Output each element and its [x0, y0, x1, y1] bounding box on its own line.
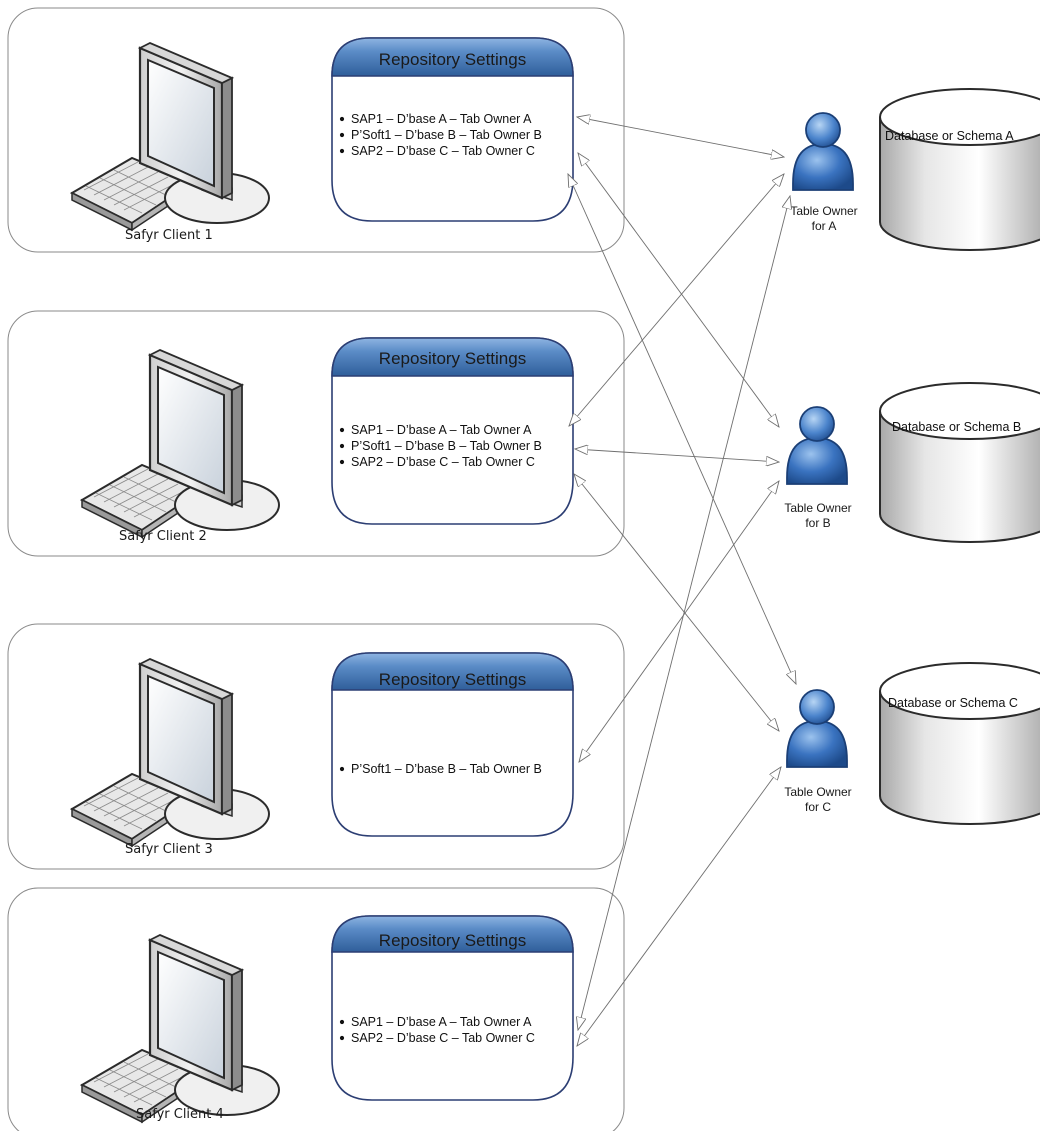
client-panel-2: Safyr Client 2 Repository Settings SAP1 … [7, 310, 625, 557]
table-owner-b: Table Owner for B [784, 406, 852, 530]
table-owner-c: Table Owner for C [784, 689, 852, 814]
connectors [568, 117, 796, 1046]
client-label: Safyr Client 2 [119, 529, 207, 544]
person-icon [792, 112, 854, 191]
bullet-icon [339, 116, 345, 122]
client-label: Safyr Client 4 [136, 1107, 224, 1122]
table-owner-a: Table Owner for A [790, 112, 858, 233]
database-icon-label: Database or Schema A [885, 129, 1014, 143]
repository-setting-item: P’Soft1 – D’base B – Tab Owner B [351, 762, 542, 776]
database-b: Database or Schema B [879, 382, 1040, 543]
repository-setting-item: SAP2 – D’base C – Tab Owner C [351, 1031, 535, 1045]
owner-label-line1: Table Owner [790, 204, 857, 218]
bullet-icon [339, 132, 345, 138]
bullet-icon [339, 766, 345, 772]
repository-setting-item: SAP1 – D’base A – Tab Owner A [351, 112, 532, 126]
person-icon [786, 689, 848, 768]
repository-setting-item: P’Soft1 – D’base B – Tab Owner B [351, 128, 542, 142]
owner-label-line1: Table Owner [784, 785, 851, 799]
bullet-icon [339, 443, 345, 449]
bullet-icon [339, 427, 345, 433]
repository-setting-item: P’Soft1 – D’base B – Tab Owner B [351, 439, 542, 453]
client-label: Safyr Client 1 [125, 228, 213, 243]
repository-settings-box: Repository Settings SAP1 – D’base A – Ta… [331, 337, 574, 525]
database-icon-label: Database or Schema C [888, 696, 1018, 710]
person-icon [786, 406, 848, 485]
client-panel-4: Safyr Client 4 Repository Settings SAP1 … [7, 887, 625, 1131]
bullet-icon [339, 148, 345, 154]
bullet-icon [339, 1035, 345, 1041]
connector-c1-a [577, 117, 784, 157]
repository-setting-item: SAP2 – D’base C – Tab Owner C [351, 144, 535, 158]
owner-label-line2: for A [812, 219, 837, 233]
database-c: Database or Schema C [879, 662, 1040, 825]
repository-settings-title: Repository Settings [379, 670, 526, 689]
client-label: Safyr Client 3 [125, 842, 213, 857]
bullet-icon [339, 459, 345, 465]
repository-settings-box: Repository Settings P’Soft1 – D’base B –… [331, 652, 574, 837]
client-panel-3: Safyr Client 3 Repository Settings P’Sof… [7, 623, 625, 870]
connector-c4-c [577, 767, 781, 1046]
repository-settings-title: Repository Settings [379, 349, 526, 368]
client-panel-1: Safyr Client 1 Repository Settings SAP1 … [7, 7, 625, 253]
database-icon-label: Database or Schema B [892, 420, 1021, 434]
repository-setting-item: SAP1 – D’base A – Tab Owner A [351, 1015, 532, 1029]
bullet-icon [339, 1019, 345, 1025]
database-a: Database or Schema A [879, 88, 1040, 251]
repository-settings-title: Repository Settings [379, 931, 526, 950]
repository-setting-item: SAP1 – D’base A – Tab Owner A [351, 423, 532, 437]
owner-label-line2: for C [805, 800, 831, 814]
repository-settings-title: Repository Settings [379, 50, 526, 69]
repository-settings-box: Repository Settings SAP1 – D’base A – Ta… [331, 37, 574, 222]
repository-settings-box: Repository Settings SAP1 – D’base A – Ta… [331, 915, 574, 1101]
owner-label-line1: Table Owner [784, 501, 851, 515]
repository-setting-item: SAP2 – D’base C – Tab Owner C [351, 455, 535, 469]
owner-label-line2: for B [805, 516, 830, 530]
